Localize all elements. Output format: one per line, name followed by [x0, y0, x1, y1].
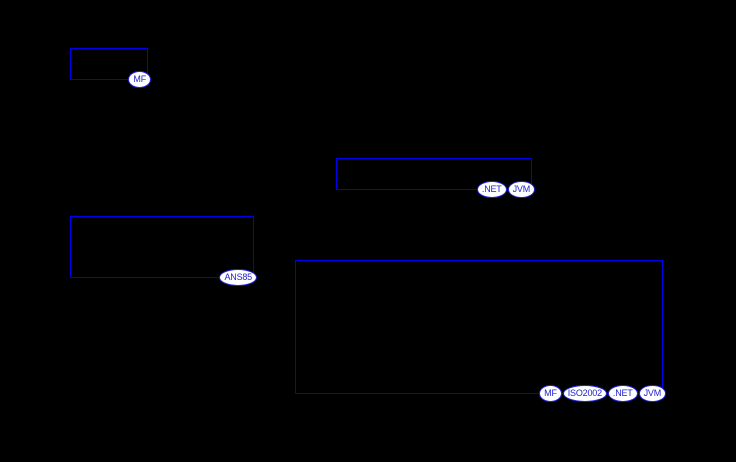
diagram-node[interactable] — [70, 48, 148, 80]
stereotype-badge[interactable]: JVM — [507, 181, 535, 198]
stereotype-badge[interactable]: ANS85 — [219, 269, 257, 286]
stereotype-badge[interactable]: .NET — [476, 181, 507, 198]
stereotype-badge[interactable]: JVM — [638, 385, 666, 402]
stereotype-badge[interactable]: .NET — [607, 385, 638, 402]
diagram-node[interactable] — [295, 260, 663, 394]
stereotype-badge-group: MF — [0, 71, 151, 88]
stereotype-badge[interactable]: MF — [539, 385, 562, 402]
diagram-node[interactable] — [336, 158, 532, 190]
stereotype-badge[interactable]: ISO2002 — [562, 385, 607, 402]
diagram-node[interactable] — [70, 216, 254, 278]
stereotype-badge-group: ANS85 — [0, 269, 257, 286]
stereotype-badge[interactable]: MF — [128, 71, 151, 88]
